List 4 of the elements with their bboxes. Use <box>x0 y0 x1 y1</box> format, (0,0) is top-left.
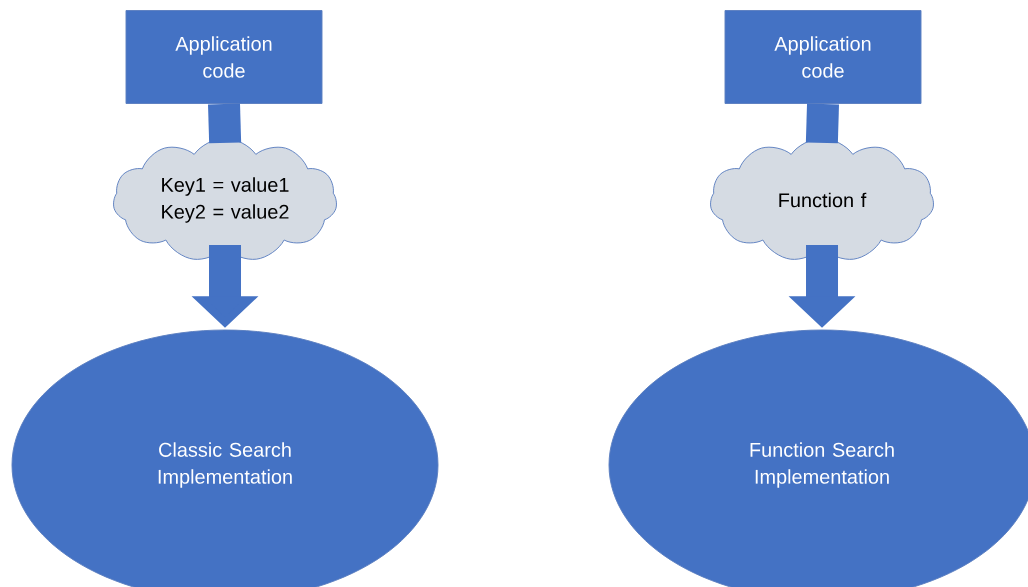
parameter-cloud: Function f <box>710 137 934 260</box>
parameter-cloud: Key1 = value1 Key2 = value2 <box>113 137 337 260</box>
process-box: Application code <box>724 10 922 104</box>
process-box: Application code <box>125 10 323 104</box>
